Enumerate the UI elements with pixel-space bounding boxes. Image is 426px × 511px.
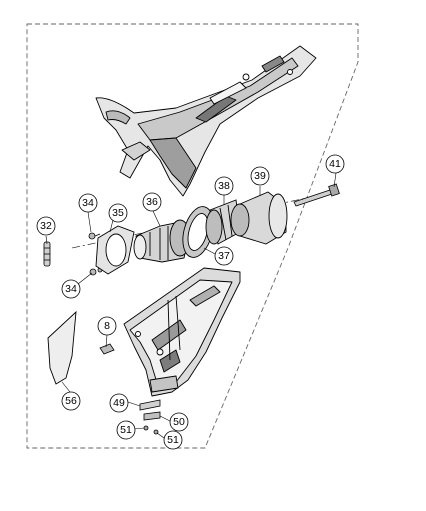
callout-8: 8	[104, 320, 110, 332]
part-8-clip	[99, 343, 115, 355]
callout-37: 37	[218, 250, 230, 262]
airbox-housing	[123, 267, 241, 397]
callout-51-right: 51	[167, 434, 179, 446]
part-56-side-cover	[47, 310, 77, 385]
callout-50: 50	[173, 416, 185, 428]
part-50-washer	[143, 411, 161, 421]
callout-35: 35	[112, 207, 124, 219]
callout-39: 39	[254, 170, 266, 182]
part-36-intake-boot	[133, 219, 191, 263]
callout-labels: 8 32 34 34 35 36 37 38 39 41 49 50 51 51…	[40, 158, 341, 446]
leader-lines	[45, 172, 337, 439]
callout-32: 32	[40, 220, 52, 232]
part-49-plate	[139, 399, 161, 411]
part-39-air-filter	[230, 191, 288, 245]
callout-56: 56	[65, 395, 77, 407]
callout-circles	[36, 154, 345, 450]
callout-34-upper: 34	[82, 197, 94, 209]
part-34-screw-upper	[88, 232, 101, 240]
callout-36: 36	[146, 196, 158, 208]
part-41-bolt	[293, 183, 340, 207]
callout-41: 41	[329, 158, 341, 170]
callout-38: 38	[218, 180, 230, 192]
callout-34-lower: 34	[65, 283, 77, 295]
part-51-screws	[143, 425, 159, 435]
part-37-clamp-ring	[182, 206, 214, 258]
rear-frame-panel	[95, 45, 317, 197]
callout-49: 49	[113, 397, 125, 409]
part-35-flange	[95, 225, 135, 275]
part-32-pin	[43, 241, 51, 267]
assembly-boundary-dashed	[26, 23, 359, 449]
callout-51-left: 51	[120, 424, 132, 436]
